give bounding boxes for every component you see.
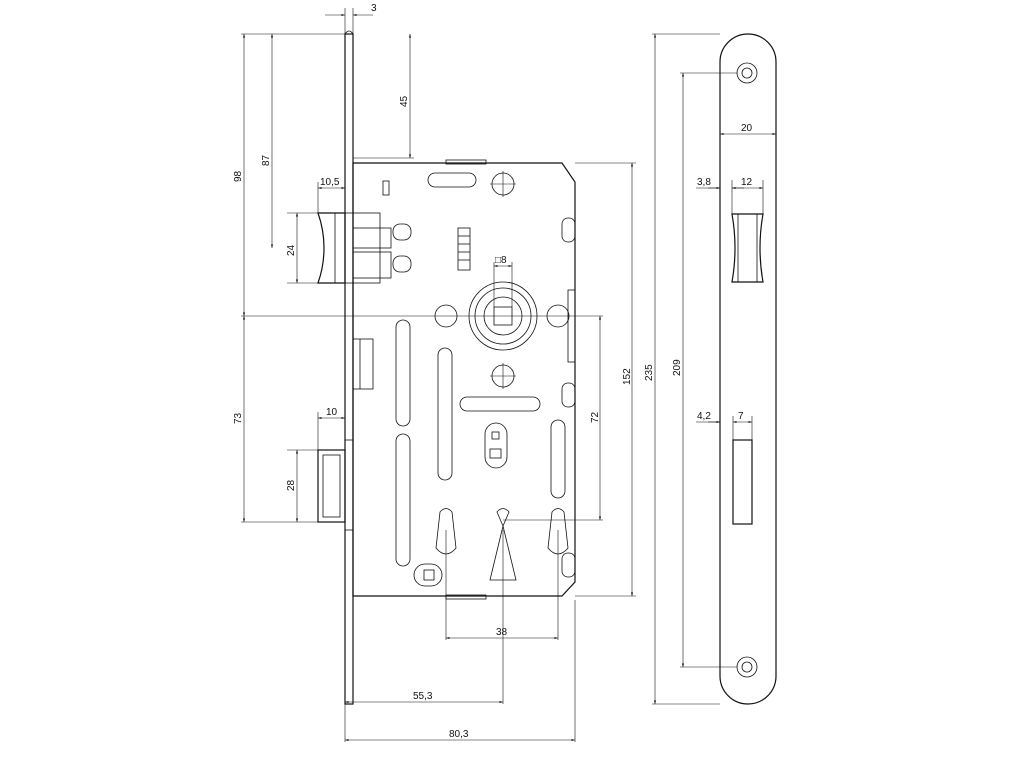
dim-handle-to-key: 73 <box>233 412 244 424</box>
gear-cam <box>457 227 471 271</box>
side-view <box>317 30 576 705</box>
left-lower-slot <box>395 433 411 567</box>
bottom-mounting-hole <box>736 656 758 678</box>
dim-faceplate-holes: 209 <box>672 359 683 376</box>
dim-plate-thickness: 3 <box>371 3 377 14</box>
dim-bolt-slot-offset: 4,2 <box>697 411 711 422</box>
center-left-slot <box>437 347 453 481</box>
bolt-slot <box>732 439 753 525</box>
case-top-tab <box>445 159 487 165</box>
latch-bolt <box>317 212 392 284</box>
deadbolt <box>317 439 354 531</box>
dim-faceplate-length: 235 <box>644 364 655 381</box>
latch-slot <box>731 213 764 283</box>
upper-right-clip <box>561 217 576 243</box>
dim-latch-projection: 10,5 <box>320 177 340 188</box>
dim-top-to-latch: 87 <box>261 154 272 166</box>
lock-case <box>352 162 576 597</box>
right-keyhole <box>547 508 569 555</box>
case-edge-tab <box>567 289 576 363</box>
mid-right-clip <box>561 382 576 408</box>
dim-handle-to-key-center: 72 <box>590 411 601 423</box>
latch-follower-top <box>392 223 412 241</box>
dim-bolt-slot-width: 7 <box>738 411 744 422</box>
side-view-dimensions: 3 45 98 87 10,5 24 □8 73 10 28 72 152 38… <box>233 3 636 742</box>
lower-right-clip <box>561 552 576 578</box>
forend-plate-top-cap <box>344 30 354 35</box>
dim-bolt-projection: 10 <box>326 407 338 418</box>
left-keyhole <box>435 508 457 555</box>
forend-plate <box>344 33 354 705</box>
faceplate <box>719 33 777 705</box>
latch-indicator <box>382 180 390 196</box>
left-upper-slot <box>395 319 411 427</box>
dim-top-to-handle: 98 <box>233 170 244 182</box>
dim-latch-height: 24 <box>286 244 297 256</box>
dim-latch-slot-width: 12 <box>741 177 753 188</box>
center-right-slot <box>550 419 566 499</box>
dim-faceplate-width: 20 <box>741 123 753 134</box>
upper-slot <box>427 172 477 188</box>
horizontal-slot <box>459 396 541 412</box>
dim-body-height: 152 <box>622 368 633 385</box>
dim-bolt-height: 28 <box>286 479 297 491</box>
bottom-catch <box>413 563 443 587</box>
front-view <box>719 33 777 705</box>
dim-latch-slot-offset: 3,8 <box>697 177 711 188</box>
top-mounting-hole <box>736 62 758 84</box>
dim-spindle-square: □8 <box>495 255 507 266</box>
lever <box>484 422 508 469</box>
dim-key-offset: 38 <box>496 627 508 638</box>
dim-top-to-body: 45 <box>399 95 410 107</box>
latch-guide <box>352 338 374 390</box>
latch-follower-bottom <box>392 255 412 273</box>
dim-overall-depth: 80,3 <box>449 729 469 740</box>
front-view-dimensions: 235 209 20 3,8 12 4,2 7 <box>644 33 777 705</box>
dim-backset: 55,3 <box>413 691 433 702</box>
